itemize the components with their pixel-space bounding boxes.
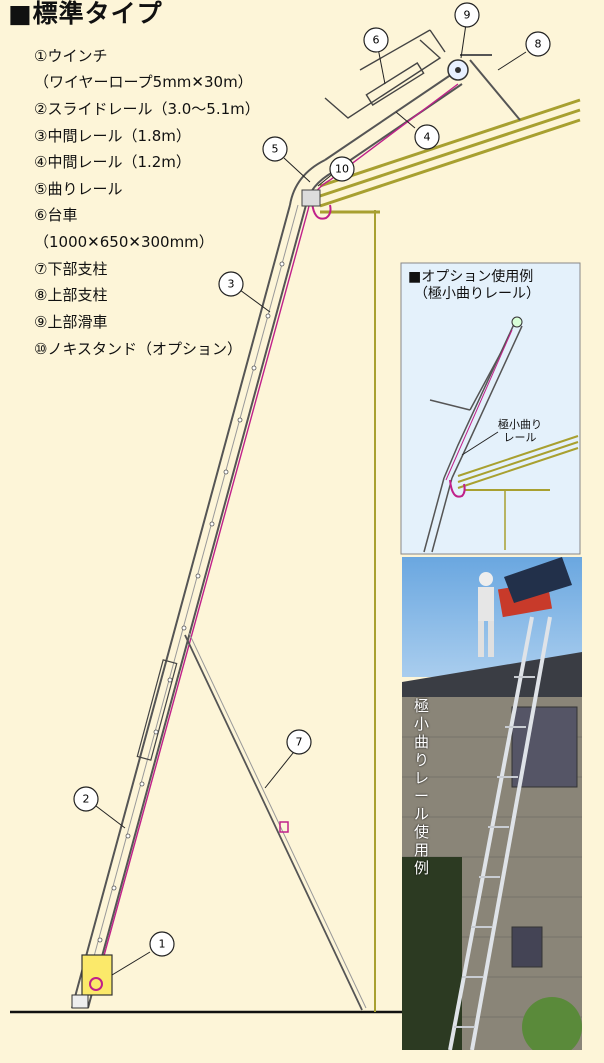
callout-8: 8 — [525, 31, 551, 57]
spec-item: ⑦下部支柱 — [34, 260, 108, 278]
spec-item: （ワイヤーロープ5mm✕30m） — [34, 73, 253, 91]
spec-item: ③中間レール（1.8m） — [34, 127, 191, 145]
roof — [319, 98, 581, 214]
winch — [71, 954, 113, 1009]
usage-photo: 極小曲りレール使用例 — [402, 557, 582, 1050]
spec-item: ⑩ノキスタンド（オプション） — [34, 340, 242, 358]
svg-text:10: 10 — [335, 163, 349, 176]
callout-2: 2 — [73, 786, 99, 812]
svg-text:9: 9 — [464, 9, 471, 22]
spec-item: ④中間レール（1.2m） — [34, 153, 191, 171]
svg-text:8: 8 — [535, 38, 542, 51]
inset-title-line1: ■オプション使用例 — [408, 269, 534, 285]
callout-10: 10 — [329, 156, 355, 182]
spec-item: ①ウインチ — [34, 47, 108, 65]
slide-rail-section — [136, 659, 178, 761]
spec-item: （1000✕650✕300mm） — [34, 233, 214, 251]
callout-5: 5 — [262, 136, 288, 162]
inset-title-line2: （極小曲りレール） — [414, 286, 540, 302]
spec-item: ⑥台車 — [34, 206, 78, 224]
svg-text:4: 4 — [424, 131, 431, 144]
inset-label-line1: 極小曲り — [498, 418, 542, 431]
inset-title: ■オプション使用例 （極小曲りレール） — [408, 269, 540, 303]
upper-pulley — [447, 59, 469, 81]
inset-rail-label: 極小曲り レール — [498, 418, 542, 444]
spec-item: ⑧上部支柱 — [34, 286, 108, 304]
callout-9: 9 — [454, 2, 480, 28]
page-title: ■標準タイプ — [8, 0, 163, 28]
svg-text:5: 5 — [272, 143, 279, 156]
spec-item: ⑨上部滑車 — [34, 313, 108, 331]
inset-label-line2: レール — [503, 431, 537, 444]
callout-1: 1 — [149, 931, 175, 957]
cart — [324, 29, 446, 119]
usage-photo-image — [402, 557, 582, 1050]
lower-support-strut — [184, 632, 367, 1011]
svg-text:6: 6 — [373, 34, 380, 47]
svg-text:3: 3 — [228, 278, 235, 291]
callout-3: 3 — [218, 271, 244, 297]
rail-holes — [97, 261, 285, 943]
spec-item: ⑤曲りレール — [34, 180, 123, 198]
photo-caption: 極小曲りレール使用例 — [414, 697, 430, 877]
eaves-stand — [301, 189, 332, 220]
svg-text:7: 7 — [296, 736, 303, 749]
upper-support-strut — [469, 59, 521, 121]
inset-panel — [400, 262, 581, 555]
callout-4: 4 — [414, 124, 440, 150]
callout-6: 6 — [363, 27, 389, 53]
spec-item: ②スライドレール（3.0〜5.1m） — [34, 100, 260, 118]
svg-text:2: 2 — [83, 793, 90, 806]
callout-7: 7 — [286, 729, 312, 755]
svg-text:1: 1 — [159, 938, 166, 951]
